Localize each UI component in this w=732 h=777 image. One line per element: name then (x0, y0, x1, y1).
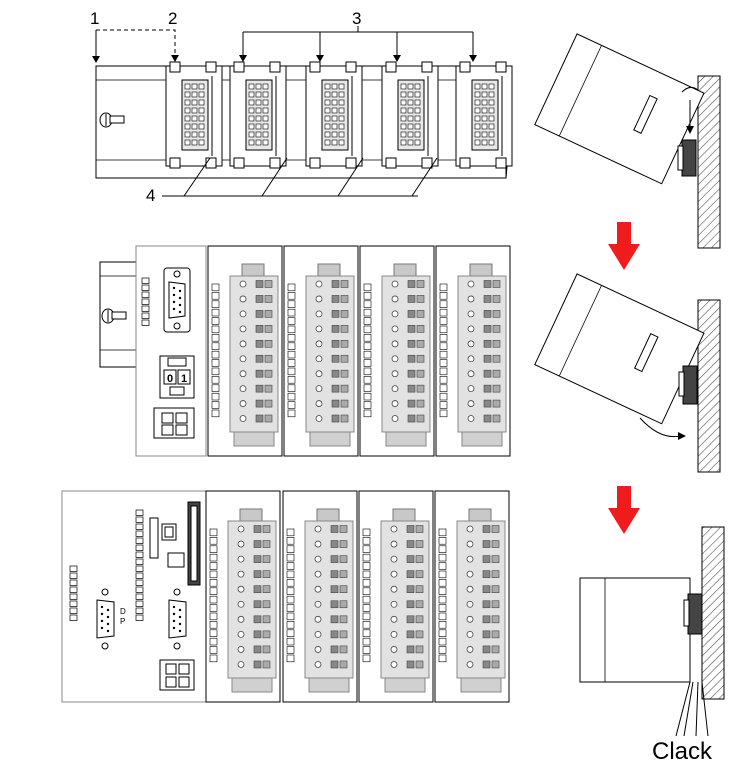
callout-4-label: 4 (146, 186, 155, 205)
top-rail-assembly: 1 2 3 4 (90, 9, 513, 205)
led (135, 572, 144, 579)
clack-label: Clack (652, 738, 713, 765)
led (69, 614, 78, 621)
mount-step-2 (534, 273, 721, 473)
led (135, 551, 144, 558)
led (135, 537, 144, 544)
bus-connector (381, 61, 439, 169)
mount-step-3 (579, 526, 725, 737)
bus-connector (229, 61, 287, 169)
io-module (205, 490, 281, 703)
io-module (359, 245, 435, 457)
led (69, 593, 78, 600)
bus-connector (305, 61, 363, 169)
profile-rail (95, 65, 507, 179)
down-arrow-icon (608, 486, 640, 534)
io-module (283, 245, 359, 457)
led (69, 607, 78, 614)
led (135, 509, 144, 516)
bus-connector (165, 61, 223, 169)
led (141, 319, 150, 326)
led (135, 607, 144, 614)
io-module (434, 490, 510, 703)
led (69, 579, 78, 586)
io-module (282, 490, 358, 703)
callout-3-label: 3 (352, 9, 361, 28)
led (135, 579, 144, 586)
callout-2-label: 2 (168, 9, 177, 28)
sub-d-connector-icon (96, 588, 115, 650)
callout-1-label: 1 (90, 9, 99, 28)
led (135, 523, 144, 530)
led (141, 305, 150, 312)
led (135, 614, 144, 621)
led (135, 586, 144, 593)
down-arrow-icon (608, 222, 640, 270)
cpu-led-column (141, 277, 150, 326)
led (69, 600, 78, 607)
sub-d-connector-icon (163, 267, 191, 333)
dp-letter-d: D (120, 607, 126, 616)
led (69, 572, 78, 579)
power-terminal (153, 407, 195, 439)
sub-d-connector-icon (168, 588, 187, 650)
led (69, 565, 78, 572)
led (135, 565, 144, 572)
io-modules-row (205, 490, 510, 703)
switch-digit-1: 1 (181, 373, 187, 385)
mount-step-1 (534, 33, 721, 249)
led (135, 600, 144, 607)
dp-letter-p: P (120, 617, 125, 626)
led (141, 291, 150, 298)
io-module (435, 245, 511, 457)
bus-connectors (165, 61, 513, 169)
address-switch: 0 1 (159, 355, 195, 399)
switch-digit-0: 0 (167, 373, 173, 385)
bottom-assembly: D P (61, 490, 510, 703)
rail-screw-icon (99, 112, 125, 128)
led (135, 530, 144, 537)
rail-screw-icon (101, 308, 127, 324)
led (135, 516, 144, 523)
led (135, 544, 144, 551)
bus-connector (455, 61, 513, 169)
io-module (358, 490, 434, 703)
led (69, 586, 78, 593)
led (135, 558, 144, 565)
cpu-led-columns (69, 509, 144, 621)
led (135, 593, 144, 600)
power-terminal (159, 659, 195, 691)
io-modules-row (207, 245, 511, 457)
led (141, 312, 150, 319)
led (141, 298, 150, 305)
led (141, 284, 150, 291)
middle-assembly: 0 1 (99, 245, 511, 457)
io-module (207, 245, 283, 457)
led (141, 277, 150, 284)
mounting-sequence: Clack (534, 33, 725, 765)
